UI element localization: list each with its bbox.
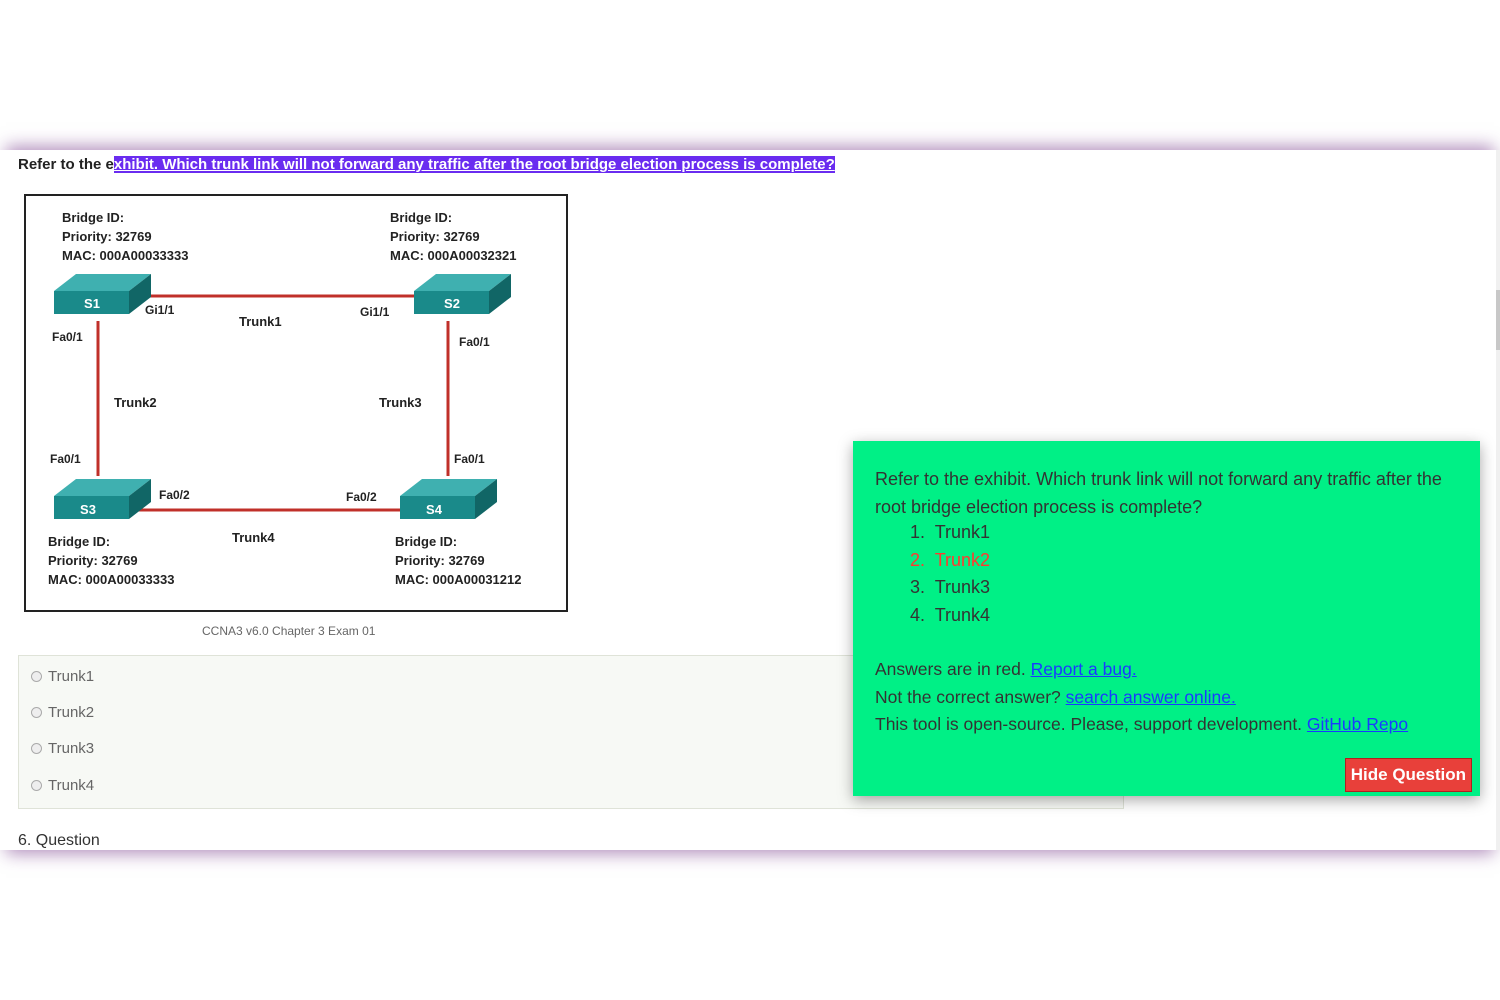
github-repo-link[interactable]: GitHub Repo xyxy=(1306,714,1409,734)
radio-button[interactable] xyxy=(31,707,42,718)
port-s1-gi11: Gi1/1 xyxy=(145,303,175,317)
port-s1-fa01: Fa0/1 xyxy=(52,330,83,344)
page-frame: Refer to the exhibit. Which trunk link w… xyxy=(0,150,1500,850)
answer-text: Trunk1 xyxy=(934,522,991,542)
switch-s2-label: S2 xyxy=(444,296,460,311)
popup-answer: 3. Trunk3 xyxy=(910,574,990,602)
answer-text: Trunk2 xyxy=(934,549,991,570)
radio-button[interactable] xyxy=(31,780,42,791)
switch-s1-label: S1 xyxy=(84,296,100,311)
hide-question-button[interactable]: Hide Question xyxy=(1344,758,1472,792)
s4-priority: Priority: 32769 xyxy=(395,553,485,568)
question-prefix: Refer to the e xyxy=(18,156,114,173)
popup-answer: 4. Trunk4 xyxy=(910,602,990,630)
scrollbar[interactable] xyxy=(1496,150,1500,850)
exhibit-caption: CCNA3 v6.0 Chapter 3 Exam 01 xyxy=(202,624,376,638)
question-selected-text: xhibit. Which trunk link will not forwar… xyxy=(113,156,835,173)
trunk2-label: Trunk2 xyxy=(114,395,157,410)
option-trunk3[interactable]: Trunk3 xyxy=(31,740,94,757)
s2-bridge-label: Bridge ID: xyxy=(390,210,452,225)
s1-priority: Priority: 32769 xyxy=(62,229,152,244)
switch-s3: S3 xyxy=(54,479,151,519)
popup-answer: 1. Trunk1 xyxy=(910,519,990,547)
answers-note: Answers are in red. xyxy=(875,659,1026,679)
s3-bridge-label: Bridge ID: xyxy=(48,534,110,549)
trunk3-label: Trunk3 xyxy=(379,395,422,410)
option-trunk2[interactable]: Trunk2 xyxy=(31,704,94,721)
network-exhibit: S1 S2 S3 S4 xyxy=(24,194,568,612)
network-diagram: S1 S2 S3 S4 xyxy=(48,210,521,587)
answer-number: 2. xyxy=(910,549,926,570)
s3-mac: MAC: 000A00033333 xyxy=(48,572,174,587)
answer-text: Trunk4 xyxy=(934,604,991,625)
answer-text: Trunk3 xyxy=(934,577,991,597)
option-label: Trunk1 xyxy=(48,668,95,685)
switch-s2: S2 xyxy=(414,274,511,314)
port-s4-fa01: Fa0/1 xyxy=(454,452,485,466)
next-question-heading: 6. Question xyxy=(18,832,100,849)
option-label: Trunk2 xyxy=(48,704,95,721)
popup-answer-correct: 2. Trunk2 xyxy=(910,547,990,575)
answer-number: 1. xyxy=(910,522,926,542)
s1-bridge-label: Bridge ID: xyxy=(62,210,124,225)
option-trunk1[interactable]: Trunk1 xyxy=(31,668,94,685)
port-s2-fa01: Fa0/1 xyxy=(459,335,490,349)
port-s3-fa01: Fa0/1 xyxy=(50,452,81,466)
scrollbar-thumb[interactable] xyxy=(1496,290,1500,350)
trunk4-label: Trunk4 xyxy=(232,530,275,545)
port-s3-fa02: Fa0/2 xyxy=(159,488,190,502)
radio-button[interactable] xyxy=(31,671,42,682)
radio-button[interactable] xyxy=(31,743,42,754)
report-bug-link[interactable]: Report a bug. xyxy=(1030,659,1137,679)
switch-s3-label: S3 xyxy=(80,502,96,517)
switch-s4-label: S4 xyxy=(426,502,443,517)
s2-priority: Priority: 32769 xyxy=(390,229,480,244)
answer-popup: Refer to the exhibit. Which trunk link w… xyxy=(853,441,1480,796)
question-text: Refer to the exhibit. Which trunk link w… xyxy=(18,156,835,173)
port-s4-fa02: Fa0/2 xyxy=(346,490,377,504)
s2-mac: MAC: 000A00032321 xyxy=(390,248,516,263)
open-source-text: This tool is open-source. Please, suppor… xyxy=(875,714,1303,734)
trunk1-label: Trunk1 xyxy=(239,314,282,329)
open-source-line: This tool is open-source. Please, suppor… xyxy=(875,714,1408,735)
s4-mac: MAC: 000A00031212 xyxy=(395,572,521,587)
search-line: Not the correct answer? search answer on… xyxy=(875,687,1236,708)
switch-s4: S4 xyxy=(400,479,497,519)
answer-number: 4. xyxy=(910,604,926,625)
popup-answer-list: 1. Trunk1 2. Trunk2 3. Trunk3 4. Trunk4 xyxy=(910,519,990,629)
popup-question: Refer to the exhibit. Which trunk link w… xyxy=(875,469,1442,517)
switch-s1: S1 xyxy=(54,274,151,314)
port-s2-gi11: Gi1/1 xyxy=(360,305,390,319)
s3-priority: Priority: 32769 xyxy=(48,553,138,568)
answers-note-line: Answers are in red. Report a bug. xyxy=(875,659,1137,680)
s1-mac: MAC: 000A00033333 xyxy=(62,248,188,263)
option-label: Trunk4 xyxy=(48,777,95,794)
option-trunk4[interactable]: Trunk4 xyxy=(31,777,94,794)
s4-bridge-label: Bridge ID: xyxy=(395,534,457,549)
option-label: Trunk3 xyxy=(48,740,95,757)
search-answer-link[interactable]: search answer online. xyxy=(1065,687,1236,707)
answer-number: 3. xyxy=(910,577,926,597)
not-correct-text: Not the correct answer? xyxy=(875,687,1061,707)
